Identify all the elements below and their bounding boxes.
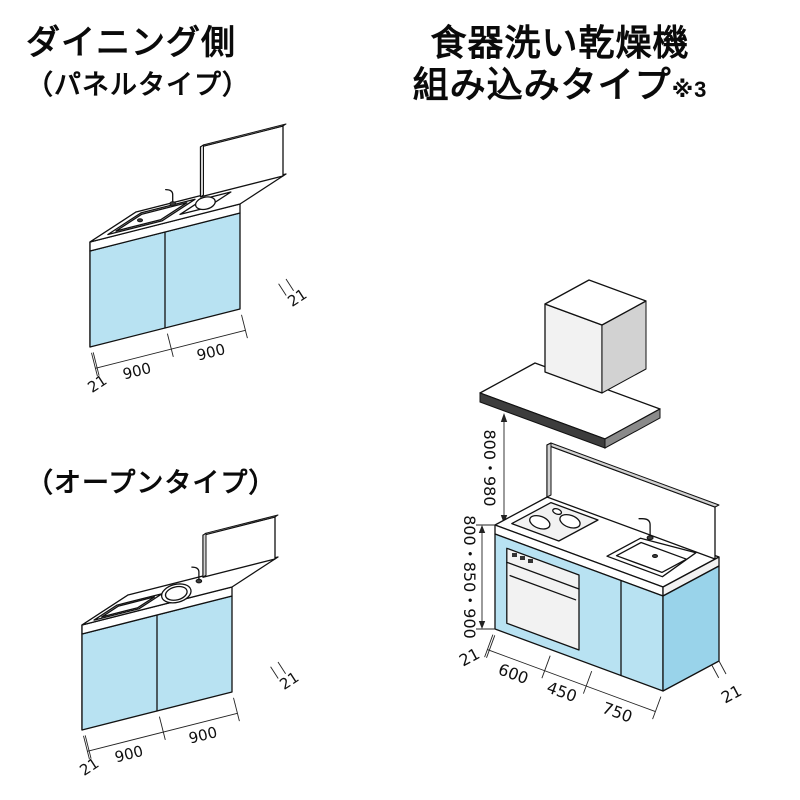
hood-plate-end <box>604 408 661 449</box>
dim-panel-thickness: 21 <box>276 668 302 693</box>
sink-drain <box>137 218 143 223</box>
dim-hood-clearance: 800・980 <box>480 429 499 506</box>
back-panel-side-edge <box>546 442 552 498</box>
counter-height-dimension: 800・850・900 <box>460 515 496 639</box>
panel-type-subtitle: （パネルタイプ） <box>26 70 250 100</box>
dishwasher-type-cabinet <box>494 442 720 692</box>
panel-type-drawing: 21 900 900 21 <box>84 123 310 397</box>
round-sink-basin <box>164 585 188 601</box>
dishwasher-title-line2: 組み込みタイプ <box>412 64 672 106</box>
open-type-title: （オープンタイプ） <box>26 468 277 498</box>
small-bowl <box>194 196 216 211</box>
dishwasher-title: 食器洗い乾燥機 組み込みタイプ※3 <box>385 22 735 107</box>
dishwasher-title-line1: 食器洗い乾燥機 <box>430 22 690 63</box>
footnote-ref: ※3 <box>671 77 708 103</box>
dishwasher-handle <box>509 574 577 601</box>
dishwasher-type-drawing: 800・980 <box>456 279 745 726</box>
range-hood <box>479 279 661 449</box>
hood-clearance-dimension: 800・980 <box>480 413 508 524</box>
prep-sink-basin <box>101 596 156 618</box>
dishwasher-button-3 <box>528 559 533 563</box>
dim-module2: 900 <box>195 340 227 364</box>
dining-side-title: ダイニング側 <box>26 24 236 62</box>
dim-left-end: 21 <box>84 371 110 396</box>
faucet-spout <box>191 566 200 582</box>
cooktop <box>511 501 599 542</box>
faucet-base <box>169 201 176 206</box>
sink-drain <box>652 554 658 558</box>
burner-right <box>559 513 581 529</box>
faucet-spout <box>638 518 651 539</box>
back-panel-side-edge <box>202 532 207 578</box>
open-type-cabinet <box>81 514 279 731</box>
hood-duct-top <box>544 279 647 326</box>
burner-left <box>529 514 551 530</box>
dishwasher-button-1 <box>512 553 517 557</box>
dim-left-end: 21 <box>76 754 102 779</box>
dim-counter-height: 800・850・900 <box>460 515 479 639</box>
dishwasher-control-strip <box>506 561 580 590</box>
dim-panel-thickness: 21 <box>284 285 310 310</box>
panel-type-cabinet <box>89 123 287 348</box>
dim-left-end: 21 <box>456 644 483 670</box>
dining-panel-side-edge <box>200 144 204 198</box>
faucet-base <box>195 578 203 584</box>
faucet-base <box>646 535 654 541</box>
dim-module1: 900 <box>113 742 145 766</box>
sink-basin <box>615 541 688 574</box>
dim-module2: 900 <box>187 723 219 747</box>
dim-module1: 900 <box>121 359 153 383</box>
dishwasher-front <box>506 547 580 651</box>
dim-panel-thickness: 21 <box>718 681 745 707</box>
dishwasher-button-2 <box>520 556 525 560</box>
faucet-spout <box>165 188 174 205</box>
burner-small <box>552 507 563 516</box>
open-type-drawing: 21 900 900 21 <box>76 514 302 780</box>
sink-basin <box>115 202 188 232</box>
